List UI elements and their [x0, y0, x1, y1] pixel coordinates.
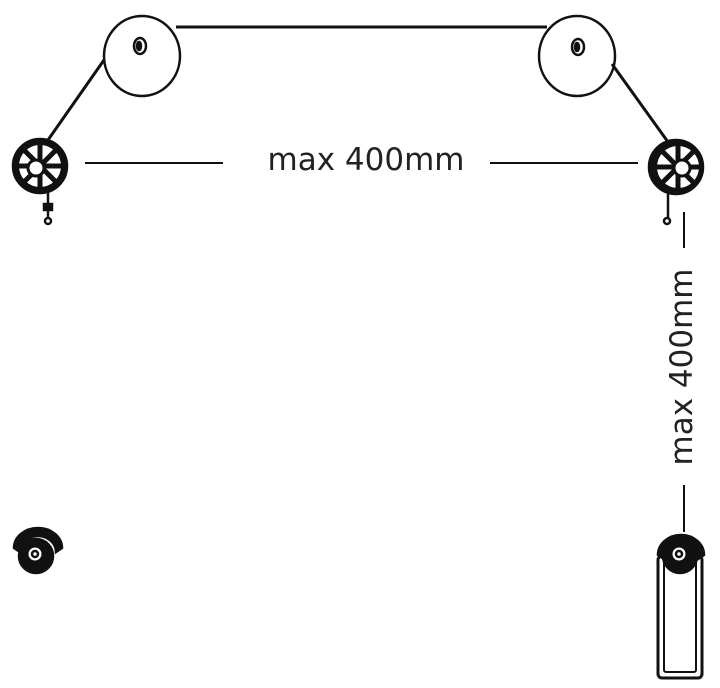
vertical-dimension-label: max 400mm [664, 269, 700, 466]
lower-right-bracket [656, 533, 706, 680]
horizontal-dimension-label: max 400mm [268, 142, 465, 178]
top-left-wall-disk [102, 14, 182, 98]
lower-left-bracket [12, 526, 64, 575]
top-right-wall-disk [537, 14, 617, 98]
right-arm [610, 63, 670, 143]
upper-left-bracket-wheel [11, 137, 69, 226]
left-arm [46, 59, 106, 141]
upper-right-bracket-wheel [647, 138, 705, 226]
